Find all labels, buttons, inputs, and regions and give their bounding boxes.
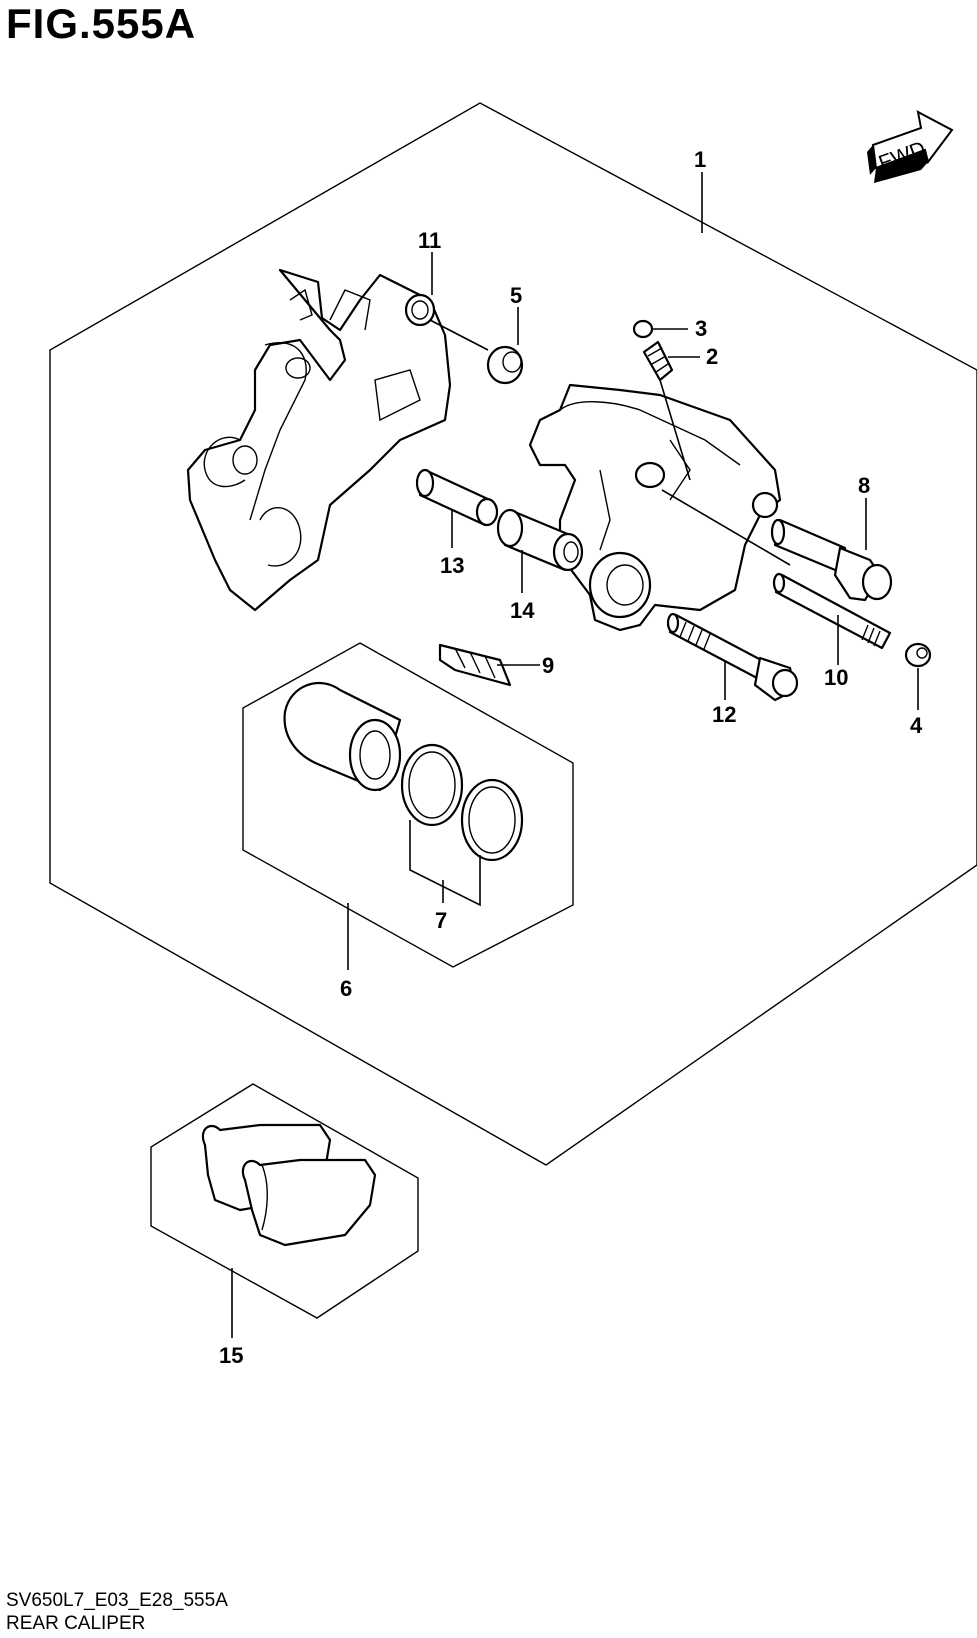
callout-14: 14 (510, 598, 535, 623)
caliper-bracket (186, 268, 452, 612)
caliper-body (528, 383, 782, 632)
part-2-bleeder (642, 340, 674, 382)
part-10-pin (772, 572, 892, 650)
figure-caption: REAR CALIPER (6, 1613, 146, 1634)
part-13-pin (415, 468, 499, 527)
callout-1: 1 (694, 147, 706, 172)
callout-5: 5 (510, 283, 522, 308)
callout-4: 4 (910, 713, 923, 738)
callout-10: 10 (824, 665, 848, 690)
callout-7: 7 (435, 908, 447, 933)
callout-8: 8 (858, 473, 870, 498)
pad-kit-frame (150, 1083, 419, 1319)
part-5-boot (486, 345, 524, 385)
part-7-seals (400, 743, 524, 862)
callout-12: 12 (712, 702, 736, 727)
callout-2: 2 (706, 344, 718, 369)
callout-11: 11 (418, 228, 441, 253)
assembly-frame-hexagon (49, 102, 977, 1166)
figure-title: FIG.555A (6, 0, 197, 47)
part-12-bolt (666, 612, 799, 702)
leader-lines (231, 172, 919, 1338)
callout-6: 6 (340, 976, 352, 1001)
part-4-cap (904, 642, 932, 668)
model-code: SV650L7_E03_E28_555A (6, 1590, 228, 1611)
part-15-brake-pads (201, 1123, 377, 1247)
callout-9: 9 (542, 653, 554, 678)
part-9-spring (438, 643, 512, 687)
callout-3: 3 (695, 316, 707, 341)
fwd-arrow-icon: FWD (867, 110, 954, 183)
part-6-piston (283, 681, 402, 792)
part-3-cap (632, 319, 654, 339)
part-8-pin (770, 518, 893, 602)
callout-13: 13 (440, 553, 464, 578)
piston-kit-frame (242, 642, 574, 968)
part-14-boot (496, 508, 584, 572)
callout-15: 15 (219, 1343, 243, 1368)
